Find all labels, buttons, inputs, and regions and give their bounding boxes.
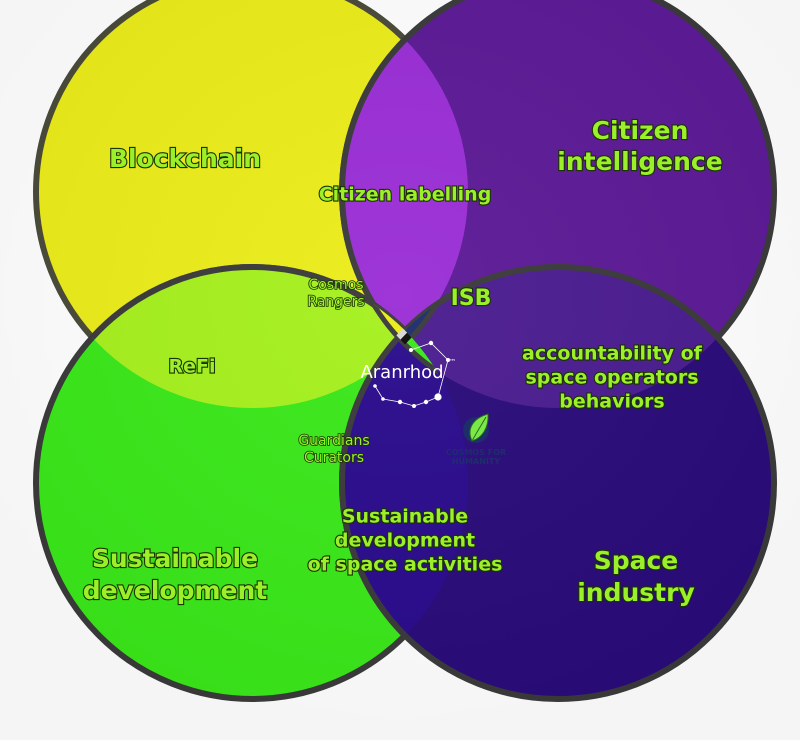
label-sustainable-development-line1: Sustainable xyxy=(92,544,258,573)
center-title: Aranrhod xyxy=(360,362,443,383)
label-accountability-line3: behaviors xyxy=(559,391,664,413)
label-refi: ReFi xyxy=(168,356,215,378)
label-space-industry-line2: industry xyxy=(577,578,695,607)
label-blockchain: Blockchain xyxy=(109,144,261,173)
label-cosmos-rangers-line2: Rangers xyxy=(307,294,364,310)
label-citizen-labelling: Citizen labelling xyxy=(319,184,492,206)
label-guardians-line1: Guardians xyxy=(298,433,369,449)
cosmos-for-humanity-logo: COSMOS FOR HUMANITY xyxy=(446,413,506,466)
cosmos-for-humanity-leaf-icon xyxy=(463,413,489,443)
logo-line1: COSMOS FOR xyxy=(446,448,506,457)
label-sustainable-space-line3: of space activities xyxy=(308,554,503,576)
label-sustainable-space-line1: Sustainable xyxy=(342,506,468,528)
label-guardians-line2: Curators xyxy=(304,450,364,466)
label-sustainable-space-line2: development xyxy=(335,530,475,552)
label-citizen-intelligence-line2: intelligence xyxy=(557,147,722,176)
constellation-icon xyxy=(373,340,450,408)
label-accountability-line1: accountability of xyxy=(522,343,703,365)
label-sustainable-development-line2: development xyxy=(83,576,268,605)
label-space-industry-line1: Space xyxy=(594,546,679,575)
logo-line2: HUMANITY xyxy=(452,457,500,466)
center-title-tm: ™ xyxy=(449,358,456,366)
label-accountability-line2: space operators xyxy=(525,367,698,389)
label-citizen-intelligence-line1: Citizen xyxy=(592,116,689,145)
label-cosmos-rangers-line1: Cosmos xyxy=(308,277,363,293)
label-isb: ISB xyxy=(451,286,492,311)
